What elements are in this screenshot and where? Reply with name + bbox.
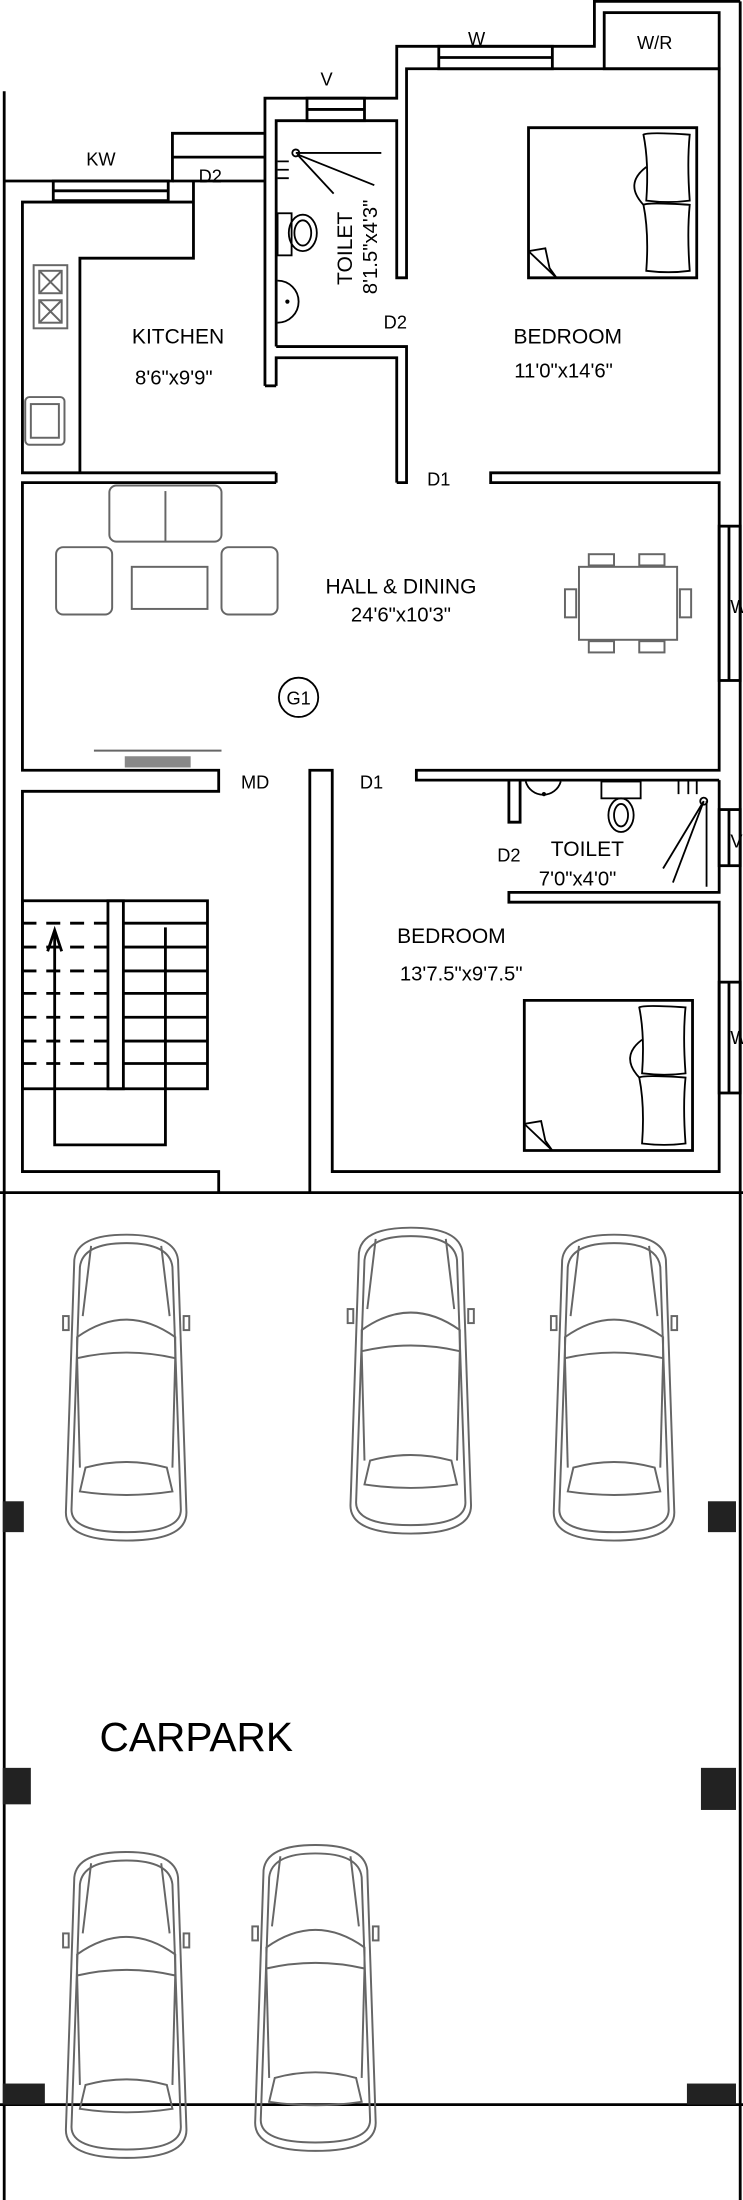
bed-icon xyxy=(522,998,694,1152)
label-d2-toilet1: D2 xyxy=(384,311,407,332)
room-name-bedroom2: BEDROOM xyxy=(397,925,506,948)
bed-icon xyxy=(527,126,699,280)
g1-marker: G1 xyxy=(278,676,320,718)
main-door-icon xyxy=(93,749,222,768)
label-w-hall: W xyxy=(730,596,743,617)
label-v-top: V xyxy=(321,69,334,90)
room-name-hall: HALL & DINING xyxy=(325,575,476,598)
label-w-top: W xyxy=(468,28,486,49)
room-size-kitchen: 8'6"x9'9" xyxy=(135,367,213,389)
room-name-bedroom1: BEDROOM xyxy=(513,326,622,349)
car-icon xyxy=(549,1233,679,1542)
car-icon xyxy=(346,1226,475,1535)
stove-icon xyxy=(32,264,69,330)
g1-label: G1 xyxy=(286,687,310,708)
label-d1-bedroom2: D1 xyxy=(360,772,383,793)
label-d1-bedroom1: D1 xyxy=(427,468,450,489)
room-name-toilet1: TOILET xyxy=(334,212,357,285)
room-size-bedroom2: 13'7.5"x9'7.5" xyxy=(400,964,523,986)
window-w-bedroom1 xyxy=(437,44,554,71)
car-icon xyxy=(62,1233,191,1542)
window-w-hall xyxy=(717,524,742,682)
room-name-kitchen: KITCHEN xyxy=(132,326,224,349)
label-d2-toilet2: D2 xyxy=(497,844,520,865)
kitchen-sink-icon xyxy=(24,396,66,446)
window-kw xyxy=(51,179,170,203)
room-size-hall: 24'6"x10'3" xyxy=(351,605,451,627)
dining-table-icon xyxy=(563,553,693,654)
room-name-toilet2: TOILET xyxy=(551,838,624,861)
sofa-set-icon xyxy=(55,484,279,616)
room-size-bedroom1: 11'0"x14'6" xyxy=(514,360,613,382)
shower-icon xyxy=(277,148,382,195)
label-wr: W/R xyxy=(637,32,672,53)
car-icon xyxy=(62,1851,191,2159)
label-v-toilet2: V xyxy=(730,830,743,851)
label-md: MD xyxy=(241,772,269,793)
label-kw: KW xyxy=(86,149,116,170)
window-v-toilet1 xyxy=(305,96,366,123)
label-w-bedroom2: W xyxy=(730,1027,743,1048)
staircase xyxy=(21,899,209,1147)
room-size-toilet1: 8'1.5"x4'3" xyxy=(360,200,382,295)
toilet-wc-icon xyxy=(276,212,318,257)
label-d2-kitchen: D2 xyxy=(199,165,222,186)
room-size-toilet2: 7'0"x4'0" xyxy=(539,868,617,890)
washbasin-icon xyxy=(277,279,300,324)
columns xyxy=(2,1501,736,2105)
shower-icon xyxy=(662,781,709,887)
room-name-carpark: CARPARK xyxy=(100,1714,293,1760)
toilet-wc-icon xyxy=(600,780,642,833)
washbasin-icon xyxy=(524,781,562,797)
